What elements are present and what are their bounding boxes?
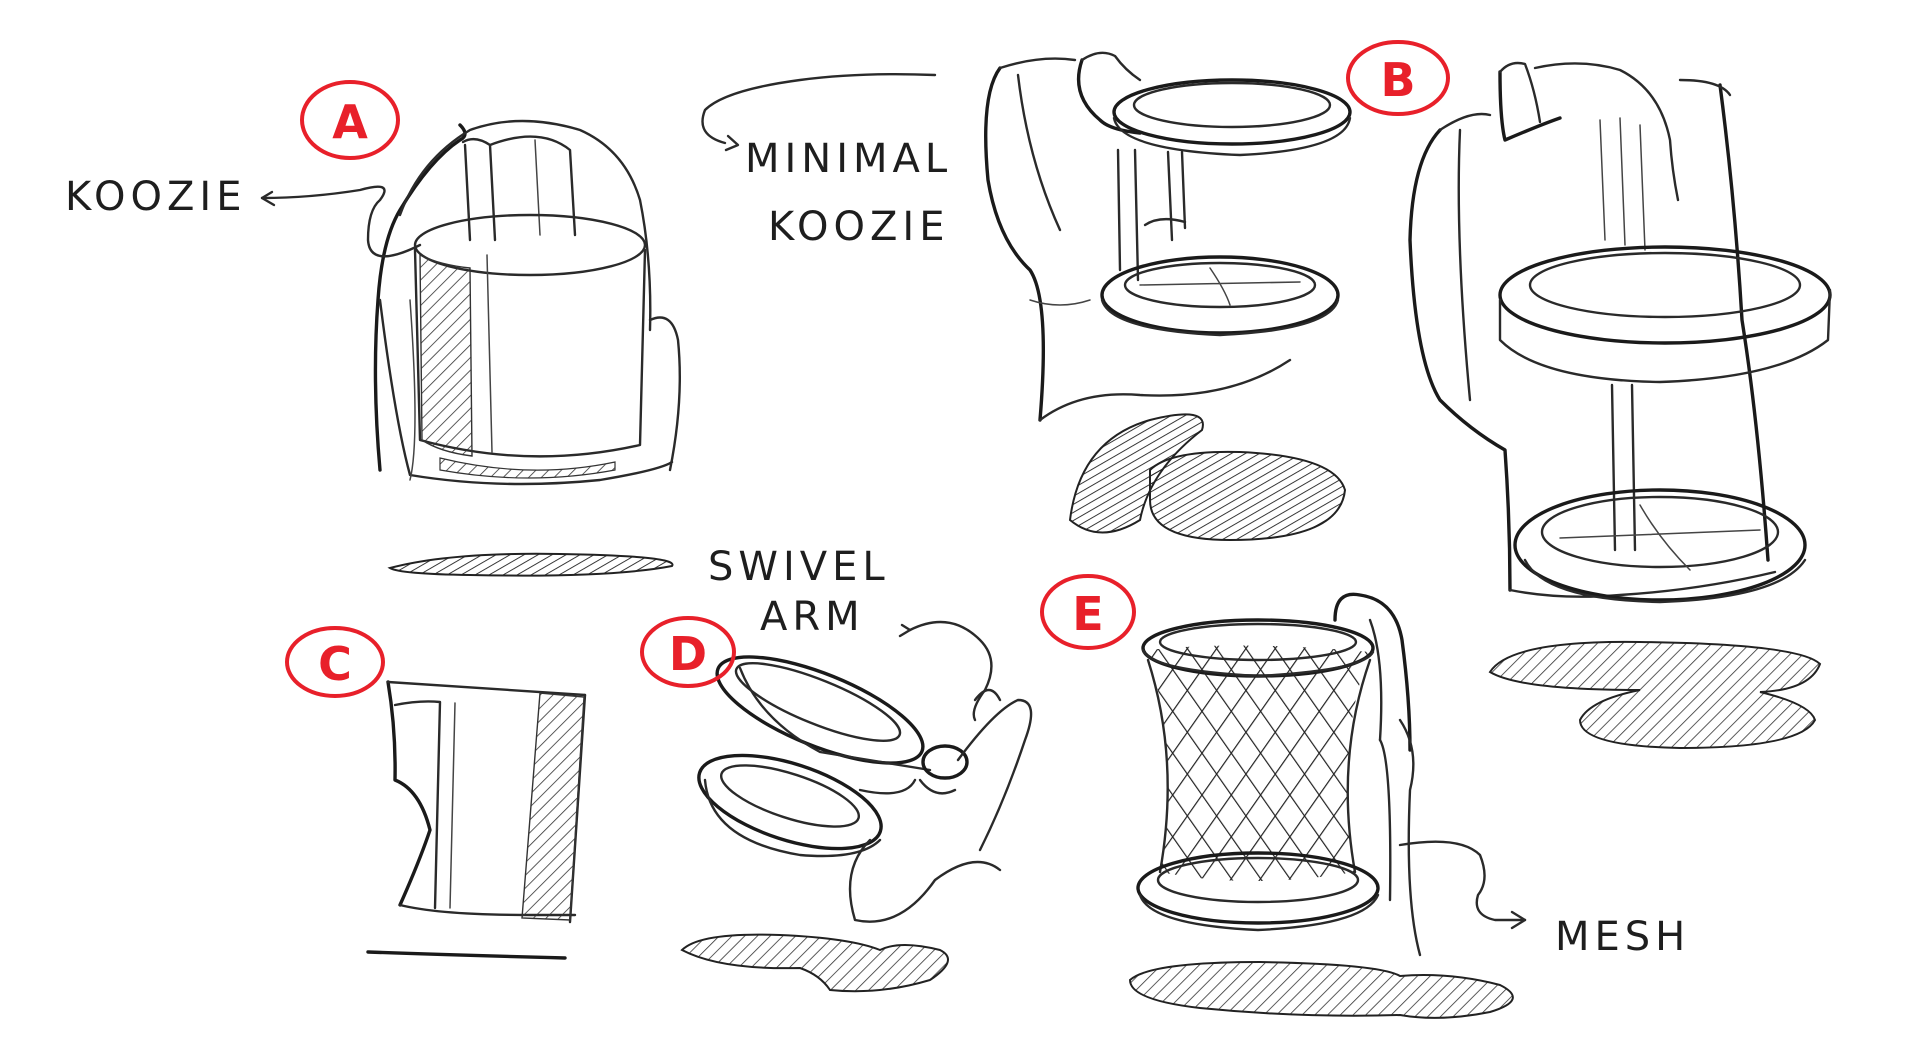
concept-b-tall-sketch: [1408, 61, 1832, 750]
annotation-mesh: MESH: [1555, 914, 1690, 960]
marker-a-ring: [300, 80, 400, 160]
marker-d: D: [640, 616, 736, 688]
marker-a-label: A: [332, 95, 368, 149]
concept-e-sketch: [1128, 592, 1527, 1019]
marker-e-ring: [1040, 574, 1136, 650]
annotation-koozie: KOOZIE: [65, 174, 246, 220]
annotation-minimal-line-1: MINIMAL: [745, 136, 952, 182]
marker-c-ring: [285, 626, 385, 698]
annotation-swivel-line-1: SWIVEL: [708, 544, 890, 590]
marker-e: E: [1040, 574, 1136, 650]
annotation-swivel-line-2: ARM: [760, 594, 865, 640]
annotation-minimal-line-2: KOOZIE: [768, 204, 949, 250]
marker-c: C: [285, 626, 385, 698]
marker-b-label: B: [1380, 53, 1415, 107]
marker-b-ring: [1346, 40, 1450, 116]
marker-d-ring: [640, 616, 736, 688]
marker-e-label: E: [1072, 587, 1103, 641]
concept-b-minimal-sketch: [701, 51, 1352, 542]
concept-a-sketch: [260, 119, 681, 577]
concept-d-sketch: [680, 620, 1033, 993]
marker-c-label: C: [318, 637, 352, 691]
concept-c-sketch: [366, 680, 587, 960]
marker-d-label: D: [669, 627, 707, 681]
marker-a: A: [300, 80, 400, 160]
marker-b: B: [1346, 40, 1450, 116]
